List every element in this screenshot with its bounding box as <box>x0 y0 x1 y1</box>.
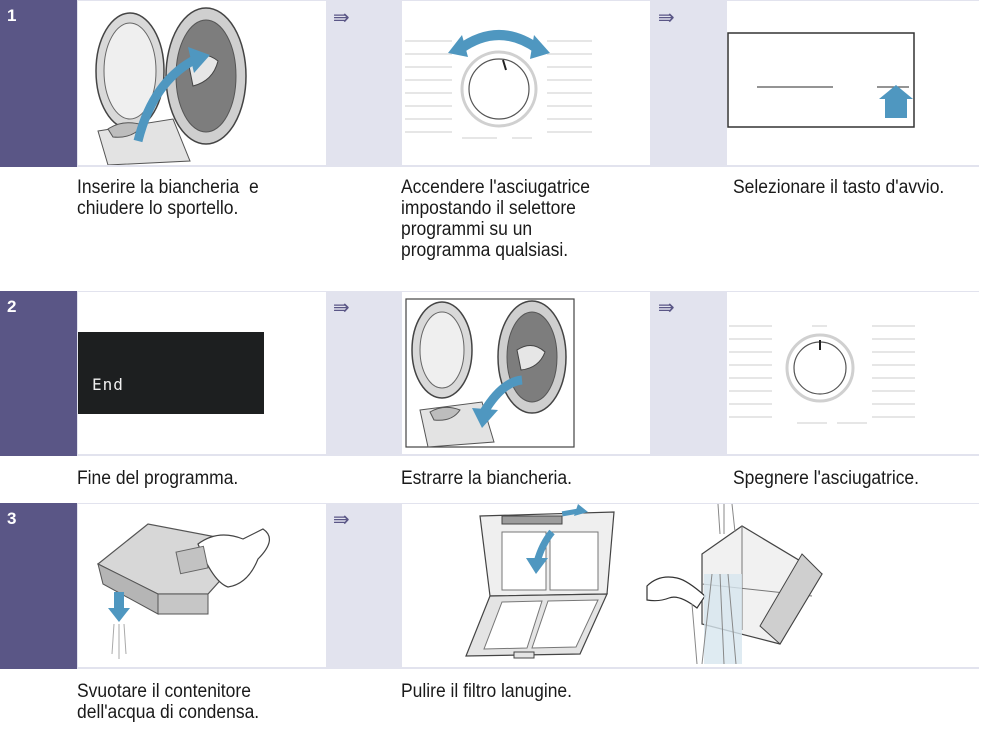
dial-off-illustration <box>727 292 979 454</box>
step-3-caption-1: Svuotare il contenitore dell'acqua di co… <box>77 681 260 723</box>
end-display-text: End <box>92 375 124 394</box>
clean-lint-filter-illustration <box>402 504 979 667</box>
end-display-illustration: End <box>78 292 326 454</box>
next-step-arrow: ⇛ <box>658 297 675 319</box>
step-number-2: 2 <box>0 291 77 456</box>
load-laundry-illustration <box>78 1 326 165</box>
step-1-caption-1: Inserire la biancheria e chiudere lo spo… <box>77 177 259 219</box>
step-3-caption-2: Pulire il filtro lanugine. <box>401 681 573 702</box>
start-button-illustration <box>727 1 979 165</box>
step-1-caption-3: Selezionare il tasto d'avvio. <box>733 177 945 198</box>
next-step-arrow: ⇛ <box>333 7 350 29</box>
empty-water-container-illustration <box>78 504 326 667</box>
step-number-3: 3 <box>0 503 77 669</box>
next-step-arrow: ⇛ <box>333 509 350 531</box>
step-2-caption-3: Spegnere l'asciugatrice. <box>733 468 920 489</box>
step-2-caption-2: Estrarre la biancheria. <box>401 468 573 489</box>
program-dial-turn-illustration <box>402 1 650 165</box>
step-number-1: 1 <box>0 0 77 167</box>
end-display-screen: End <box>78 332 264 414</box>
step-2-caption-1: Fine del programma. <box>77 468 239 489</box>
next-step-arrow: ⇛ <box>658 7 675 29</box>
next-step-arrow: ⇛ <box>333 297 350 319</box>
unload-laundry-illustration <box>402 292 650 454</box>
step-1-caption-2: Accendere l'asciugatrice impostando il s… <box>401 177 590 261</box>
